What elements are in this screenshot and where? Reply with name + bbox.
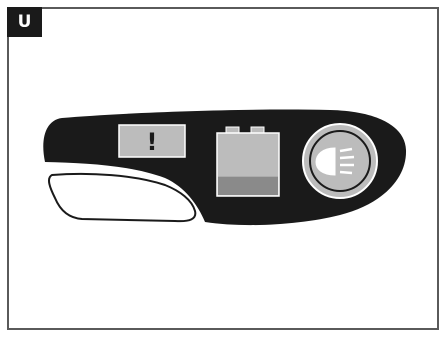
warning-icon: ! <box>147 128 158 156</box>
battery-indicator <box>217 127 279 196</box>
headlight-indicator <box>303 124 377 198</box>
warning-indicator: ! <box>119 125 185 157</box>
battery-level-fill <box>218 177 278 195</box>
